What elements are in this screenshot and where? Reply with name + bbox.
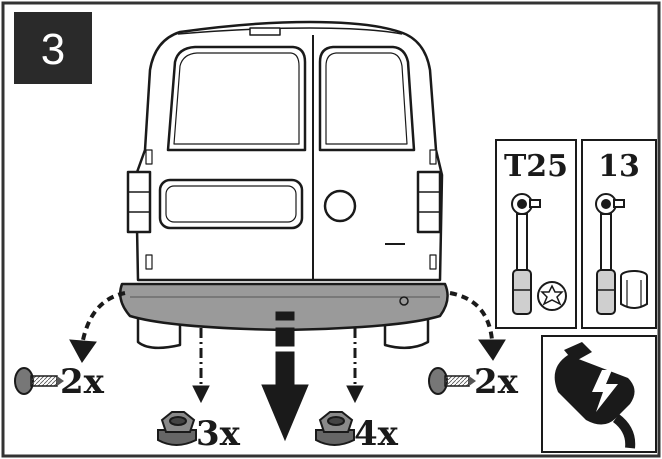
quantity-screw-left: 2x bbox=[60, 362, 105, 402]
arrow-remove-bumper bbox=[261, 311, 309, 442]
tool-panel-t25: T25 bbox=[495, 139, 577, 329]
tool-label-t25: T25 bbox=[504, 149, 568, 184]
arrowhead-left bbox=[69, 339, 97, 363]
rear-bumper bbox=[119, 282, 449, 332]
socket-13-wrench-icon bbox=[595, 193, 648, 315]
quantity-nut-right: 4x bbox=[354, 414, 399, 454]
van-rear-illustration bbox=[119, 20, 449, 350]
removal-arrows bbox=[69, 291, 506, 442]
arrowhead-right bbox=[478, 339, 506, 361]
arrow-right-screws bbox=[449, 291, 494, 341]
electrical-connector-icon bbox=[554, 342, 636, 449]
step-badge: 3 bbox=[14, 12, 92, 84]
screw-icon bbox=[428, 367, 476, 395]
quantity-nut-left: 3x bbox=[196, 414, 241, 454]
nut-right: 4x bbox=[315, 411, 399, 454]
electrical-connector-panel bbox=[541, 335, 657, 453]
screw-icon bbox=[14, 367, 64, 395]
tool-panel-13: 13 bbox=[581, 139, 657, 329]
step-number: 3 bbox=[41, 25, 65, 74]
quantity-screw-right: 2x bbox=[474, 362, 519, 402]
nut-icon bbox=[157, 411, 197, 446]
tool-label-13: 13 bbox=[598, 149, 640, 184]
screw-left: 2x bbox=[14, 362, 105, 402]
nut-left: 3x bbox=[157, 411, 241, 454]
torx-t25-wrench-icon bbox=[511, 193, 567, 315]
nut-icon bbox=[315, 411, 355, 446]
screw-right: 2x bbox=[428, 362, 519, 402]
arrow-left-screws bbox=[80, 291, 126, 346]
